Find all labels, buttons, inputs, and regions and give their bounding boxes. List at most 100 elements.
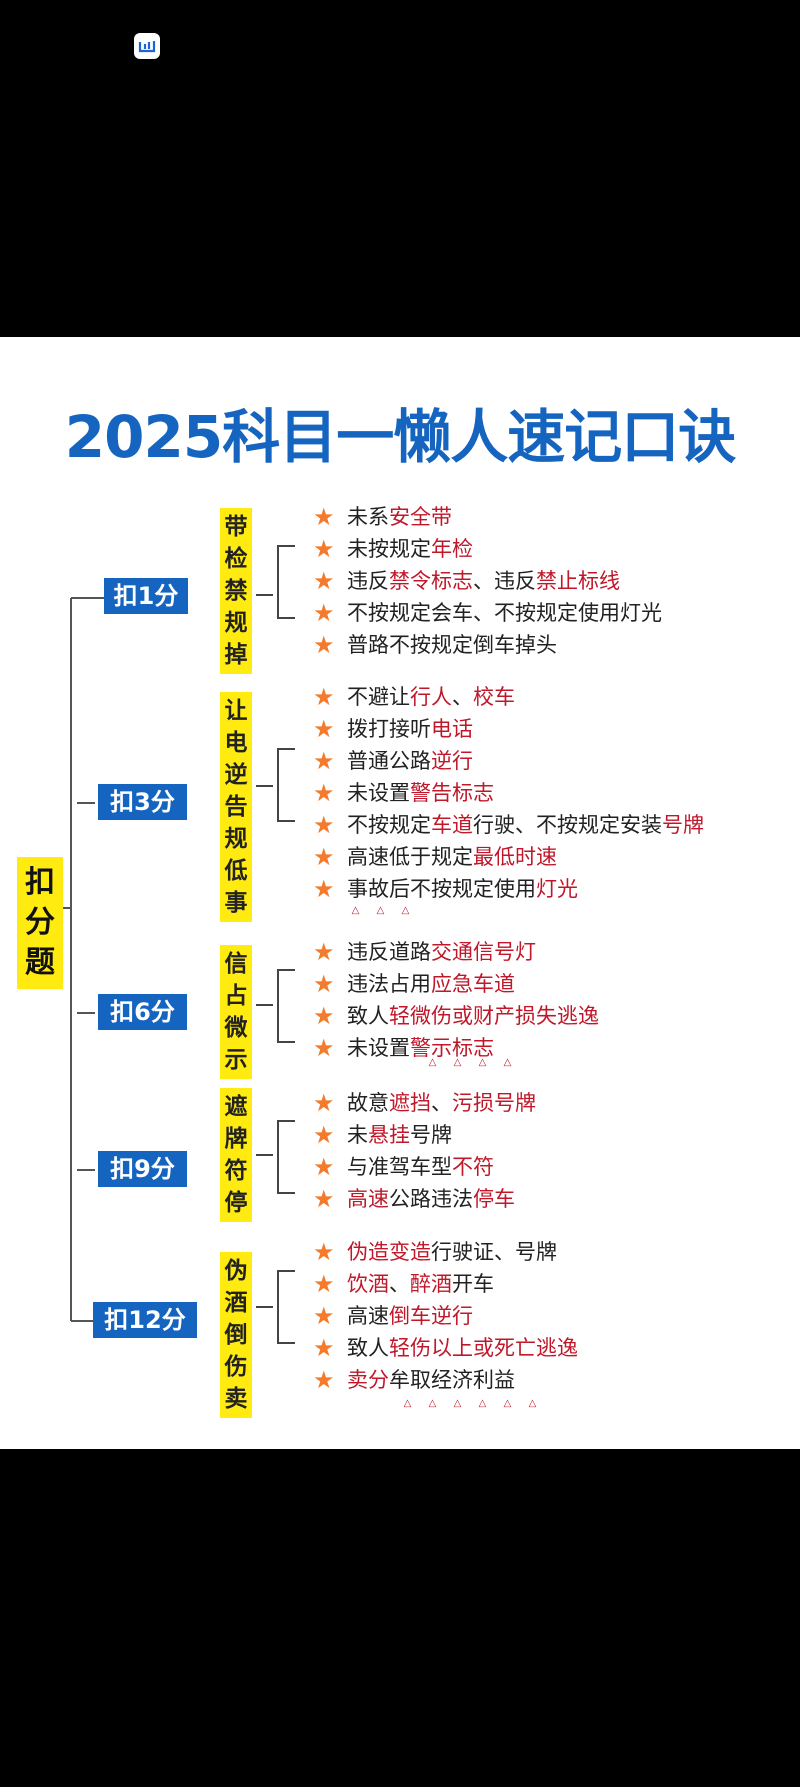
rule-text: 致人 bbox=[347, 1004, 389, 1028]
rule-item: ★普通公路逆行 bbox=[313, 745, 704, 777]
bracket bbox=[277, 545, 295, 619]
star-icon: ★ bbox=[313, 715, 335, 743]
keyword-highlight: 卖分 bbox=[347, 1368, 389, 1392]
bracket bbox=[277, 748, 295, 822]
keyword-highlight: 污损号牌 bbox=[452, 1091, 536, 1115]
rule-text: 违法占用 bbox=[347, 972, 431, 996]
star-icon: ★ bbox=[313, 503, 335, 531]
rule-list: ★未系安全带★未按规定年检★违反禁令标志、违反禁止标线★不按规定会车、不按规定使… bbox=[313, 501, 662, 661]
star-icon: ★ bbox=[313, 599, 335, 627]
triangle-mark-icon: △ bbox=[428, 1398, 437, 1409]
page-title: 2025科目一懒人速记口诀 bbox=[64, 403, 736, 471]
keyword-highlight: 车道 bbox=[431, 813, 473, 837]
rule-text: 未 bbox=[347, 1123, 368, 1147]
rule-item: ★高速公路违法停车 bbox=[313, 1183, 536, 1215]
keyword-highlight: 灯光 bbox=[536, 877, 578, 901]
triangle-mark-icon: △ bbox=[453, 1398, 462, 1409]
triangle-mark-icon: △ bbox=[478, 1057, 487, 1068]
rule-item: ★故意遮挡、污损号牌 bbox=[313, 1087, 536, 1119]
mnemonic-label: 信占微示 bbox=[220, 945, 252, 1079]
keyword-highlight: 轻伤以上或死亡逃逸 bbox=[389, 1336, 578, 1360]
bracket bbox=[277, 1120, 295, 1194]
triangle-mark-icon: △ bbox=[528, 1398, 537, 1409]
keyword-highlight: 行人 bbox=[410, 685, 452, 709]
rule-item: ★ 未系安全带 bbox=[313, 501, 662, 533]
app-logo-icon[interactable] bbox=[134, 33, 160, 59]
bracket bbox=[277, 1270, 295, 1344]
rule-list: ★伪造变造行驶证、号牌★饮酒、醉酒开车★高速倒车逆行★致人轻伤以上或死亡逃逸★卖… bbox=[313, 1236, 578, 1396]
rule-text: 未按规定 bbox=[347, 537, 431, 561]
rule-item: ★致人轻伤以上或死亡逃逸 bbox=[313, 1332, 578, 1364]
rule-item: ★不按规定车道行驶、不按规定安装号牌 bbox=[313, 809, 704, 841]
rule-text: 高速低于规定 bbox=[347, 845, 473, 869]
triangle-mark-icon: △ bbox=[503, 1057, 512, 1068]
rule-item: ★与准驾车型不符 bbox=[313, 1151, 536, 1183]
triangle-mark-icon: △ bbox=[376, 905, 385, 916]
mnemonic-label: 带检禁规掉 bbox=[220, 508, 252, 674]
keyword-highlight: 轻微伤或财产损失逃逸 bbox=[389, 1004, 599, 1028]
rule-item: ★违反禁令标志、违反禁止标线 bbox=[313, 565, 662, 597]
keyword-highlight: 饮酒 bbox=[347, 1272, 389, 1296]
rule-list: ★不避让行人、校车★拨打接听电话★普通公路逆行★未设置警告标志★不按规定车道行驶… bbox=[313, 681, 704, 905]
rule-item: ★ 致人轻微伤或财产损失逃逸 bbox=[313, 1000, 599, 1032]
keyword-highlight: 电话 bbox=[431, 717, 473, 741]
keyword-highlight: 逆行 bbox=[431, 749, 473, 773]
mnemonic-connector bbox=[256, 1004, 273, 1006]
star-icon: ★ bbox=[313, 1270, 335, 1298]
branch-connector bbox=[71, 597, 105, 599]
star-icon: ★ bbox=[313, 1034, 335, 1062]
keyword-highlight: 最低时速 bbox=[473, 845, 557, 869]
keyword-highlight: 警告标志 bbox=[410, 781, 494, 805]
triangle-mark-icon: △ bbox=[503, 1398, 512, 1409]
star-icon: ★ bbox=[313, 1153, 335, 1181]
mnemonic-label: 让电逆告规低事 bbox=[220, 692, 252, 922]
rule-text: 违反道路 bbox=[347, 940, 431, 964]
star-icon: ★ bbox=[313, 779, 335, 807]
emphasis-marks: △△△ bbox=[343, 905, 418, 916]
rule-item: ★未设置警示标志 bbox=[313, 1032, 599, 1064]
rule-item: ★高速倒车逆行 bbox=[313, 1300, 578, 1332]
rule-text: 高速 bbox=[347, 1304, 389, 1328]
points-badge: 扣12分 bbox=[93, 1302, 197, 1338]
star-icon: ★ bbox=[313, 535, 335, 563]
branch-connector bbox=[71, 1320, 97, 1322]
rule-text: 行驶、不按规定安装 bbox=[473, 813, 662, 837]
rule-text: 致人 bbox=[347, 1336, 389, 1360]
triangle-mark-icon: △ bbox=[403, 1398, 412, 1409]
keyword-highlight: 禁止标线 bbox=[536, 569, 620, 593]
rule-item: ★卖分牟取经济利益 bbox=[313, 1364, 578, 1396]
keyword-highlight: 高速 bbox=[347, 1187, 389, 1211]
rule-item: ★饮酒、醉酒开车 bbox=[313, 1268, 578, 1300]
chart-logo-icon bbox=[138, 41, 156, 53]
rule-text: 普通公路 bbox=[347, 749, 431, 773]
emphasis-marks: △△△△ bbox=[420, 1057, 520, 1068]
rule-list: ★故意遮挡、污损号牌★未悬挂号牌★与准驾车型不符★高速公路违法停车 bbox=[313, 1087, 536, 1215]
star-icon: ★ bbox=[313, 970, 335, 998]
rule-text: 、违反 bbox=[473, 569, 536, 593]
points-badge: 扣1分 bbox=[104, 578, 188, 614]
star-icon: ★ bbox=[313, 843, 335, 871]
keyword-highlight: 醉酒 bbox=[410, 1272, 452, 1296]
mnemonic-label: 伪酒倒伤卖 bbox=[220, 1252, 252, 1418]
keyword-highlight: 禁令标志 bbox=[389, 569, 473, 593]
star-icon: ★ bbox=[313, 1002, 335, 1030]
mnemonic-infographic: 2025科目一懒人速记口诀 扣 分 题 扣1分 带检禁规掉 ★未系安全带★未按规… bbox=[0, 337, 800, 1449]
keyword-highlight: 号牌 bbox=[662, 813, 704, 837]
triangle-mark-icon: △ bbox=[478, 1398, 487, 1409]
keyword-highlight: 悬挂 bbox=[368, 1123, 410, 1147]
rule-text: 普路不按规定倒车掉头 bbox=[347, 633, 557, 657]
keyword-highlight: 安全带 bbox=[389, 505, 452, 529]
points-badge: 扣9分 bbox=[98, 1151, 187, 1187]
rule-item: ★违反道路交通信号灯 bbox=[313, 936, 599, 968]
rule-text: 、 bbox=[431, 1091, 452, 1115]
keyword-highlight: 应急车道 bbox=[431, 972, 515, 996]
rule-text: 未设置 bbox=[347, 781, 410, 805]
rule-text: 未系 bbox=[347, 505, 389, 529]
rule-text: 未设置 bbox=[347, 1036, 410, 1060]
rule-item: ★拨打接听电话 bbox=[313, 713, 704, 745]
rule-item: ★ 高速低于规定最低时速 bbox=[313, 841, 704, 873]
star-icon: ★ bbox=[313, 1366, 335, 1394]
rule-text: 故意 bbox=[347, 1091, 389, 1115]
bracket bbox=[277, 969, 295, 1043]
rule-text: 不按规定会车、不按规定使用灯光 bbox=[347, 601, 662, 625]
